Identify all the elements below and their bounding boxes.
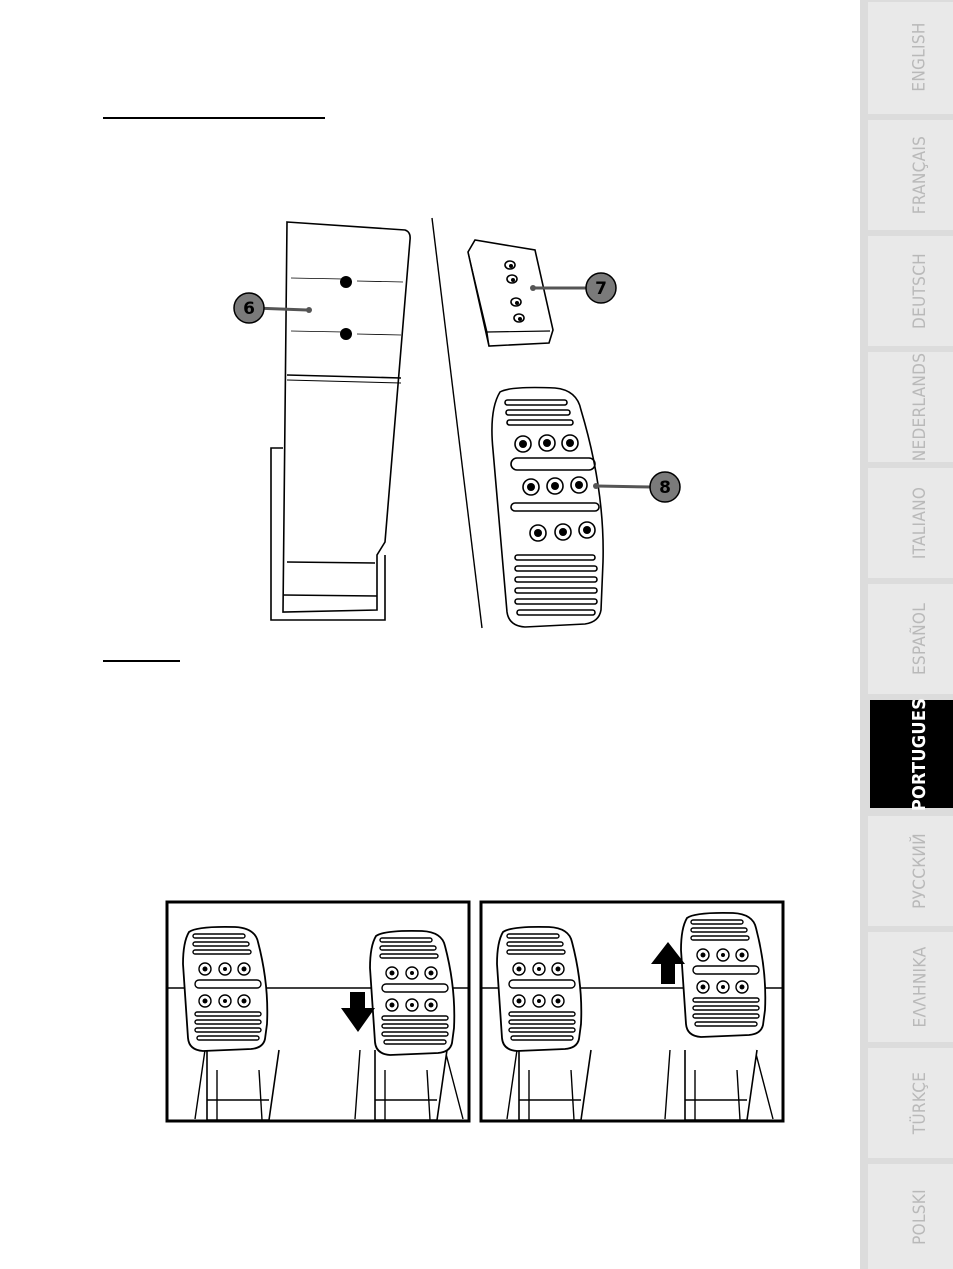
tab-english[interactable]: ENGLISH xyxy=(858,0,953,120)
tab-english-label: ENGLISH xyxy=(910,22,931,92)
callout-8: 8 xyxy=(649,471,681,503)
tab-russian-label-wrap: РУССКИЙ xyxy=(900,816,940,926)
pedal-arm-outline xyxy=(282,221,411,613)
tab-portugues-label-wrap: PORTUGUES xyxy=(900,697,940,811)
tab-deutsch-label: DEUTSCH xyxy=(910,253,931,329)
panel-lower-pedal xyxy=(165,900,471,1123)
arrow-up-icon xyxy=(651,942,685,984)
callout-6-label: 6 xyxy=(243,299,255,319)
tab-greek[interactable]: ΕΛΛΗΝΙΚΑ xyxy=(858,928,953,1048)
callout-7-label: 7 xyxy=(595,279,607,299)
tab-italiano-label: ITALIANO xyxy=(910,486,930,560)
tab-francais-label-wrap: FRANÇAIS xyxy=(900,120,940,230)
heading-underline-1 xyxy=(103,117,325,119)
callout-8-label: 8 xyxy=(659,478,671,498)
tab-francais-label: FRANÇAIS xyxy=(910,135,930,215)
tab-polski-label-wrap: POLSKI xyxy=(900,1164,940,1269)
tab-russian-label: РУССКИЙ xyxy=(910,833,930,909)
tab-italiano[interactable]: ITALIANO xyxy=(858,464,953,584)
tab-deutsch[interactable]: DEUTSCH xyxy=(858,232,953,352)
tab-nederlands-label: NEDERLANDS xyxy=(910,352,930,462)
tab-greek-label: ΕΛΛΗΝΙΚΑ xyxy=(910,946,931,1028)
pedal-parts-diagram: 6 7 8 xyxy=(225,210,695,635)
callout-7: 7 xyxy=(585,272,617,304)
tab-espanol[interactable]: ESPAÑOL xyxy=(858,580,953,700)
language-tabs: ENGLISH FRANÇAIS DEUTSCH NEDERLANDS ITAL… xyxy=(858,0,953,1269)
panel-raise-pedal xyxy=(479,900,785,1123)
tab-espanol-label-wrap: ESPAÑOL xyxy=(900,584,940,694)
tab-deutsch-label-wrap: DEUTSCH xyxy=(900,236,940,346)
tab-espanol-label: ESPAÑOL xyxy=(910,602,930,676)
tab-portugues-label: PORTUGUES xyxy=(909,697,931,811)
heading-underline-2 xyxy=(103,660,180,662)
tab-polski[interactable]: POLSKI xyxy=(858,1160,953,1269)
tab-nederlands-label-wrap: NEDERLANDS xyxy=(900,352,940,462)
tab-turkce-label-wrap: TÜRKÇE xyxy=(900,1048,940,1158)
tab-greek-label-wrap: ΕΛΛΗΝΙΚΑ xyxy=(900,932,940,1042)
tab-francais[interactable]: FRANÇAIS xyxy=(858,116,953,236)
tab-english-label-wrap: ENGLISH xyxy=(900,0,940,114)
tab-russian[interactable]: РУССКИЙ xyxy=(858,812,953,932)
tab-nederlands[interactable]: NEDERLANDS xyxy=(858,348,953,468)
tab-polski-label: POLSKI xyxy=(910,1188,931,1245)
pedal-adjustment-diagram xyxy=(165,900,787,1125)
callout-6: 6 xyxy=(233,292,265,324)
pedal-adjustment-svg xyxy=(165,900,785,1123)
tab-turkce[interactable]: TÜRKÇE xyxy=(858,1044,953,1164)
tab-italiano-label-wrap: ITALIANO xyxy=(900,468,940,578)
arrow-down-icon xyxy=(341,992,375,1032)
tab-turkce-label: TÜRKÇE xyxy=(910,1071,930,1135)
tab-portugues[interactable]: PORTUGUES xyxy=(858,696,953,814)
pedal-parts-svg: 6 7 8 xyxy=(233,217,681,629)
